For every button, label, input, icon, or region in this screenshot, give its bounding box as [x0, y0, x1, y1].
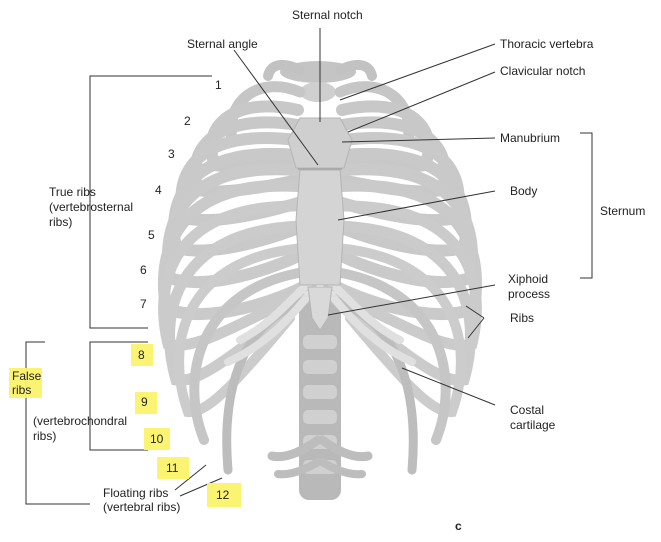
panel-letter: c [455, 519, 462, 533]
manubrium-label: Manubrium [500, 131, 561, 145]
rib-8-highlight [131, 344, 153, 366]
costal-label-line1: Costal [510, 403, 545, 417]
xiphoid-leader [327, 284, 496, 316]
rib-10-highlight [144, 428, 170, 450]
floating-ribs-label-line2: (vertebral ribs) [103, 500, 181, 514]
costal-label-line2: cartilage [510, 418, 556, 432]
rib-number-1: 1 [215, 78, 222, 92]
costal-cartilage-leader [401, 367, 496, 406]
thoracic-vertebra-leader [339, 43, 496, 101]
sternum [287, 117, 353, 331]
ribs [157, 81, 483, 475]
rib-number-5: 5 [148, 228, 155, 242]
clavicular-notch-leader [347, 71, 496, 133]
xiphoid-label-line1: Xiphoid [508, 272, 549, 286]
sternal-angle-label: Sternal angle [187, 37, 258, 51]
clavicular-notch-label: Clavicular notch [500, 64, 586, 78]
rib-number-11: 11 [166, 461, 179, 475]
false-ribs-label-line1: False [12, 369, 42, 383]
floating-ribs-label-line1: Floating ribs [103, 486, 169, 500]
false-ribs-highlight [9, 368, 42, 398]
rib-number-9: 9 [141, 395, 148, 409]
costal-cartilage [224, 276, 416, 366]
rib-number-3: 3 [168, 147, 175, 161]
vertebrochondral-bracket [89, 341, 148, 451]
xiphoid-label-line2: process [508, 287, 551, 301]
vertebrochondral-label-line1: (vertebrochondral [33, 414, 128, 428]
body-leader [337, 190, 496, 221]
ribs-label: Ribs [510, 311, 535, 325]
rib-number-7: 7 [140, 297, 147, 311]
true-ribs-bracket [89, 75, 212, 329]
ribs-leader-2 [467, 317, 485, 339]
thoracic-vertebra-label: Thoracic vertebra [500, 37, 594, 51]
floating-ribs-leader-1 [174, 464, 207, 491]
floating-ribs-leader-2 [179, 477, 223, 497]
rib-number-2: 2 [184, 114, 191, 128]
sternal-notch-label: Sternal notch [292, 8, 363, 22]
ribs-leader-1 [465, 305, 485, 319]
true-ribs-label-line3: ribs) [49, 215, 73, 229]
rib-number-4: 4 [155, 183, 162, 197]
manubrium-leader [341, 137, 496, 143]
leader-lines [25, 28, 593, 505]
vertebrochondral-label-line2: ribs) [33, 429, 57, 443]
sternum-label: Sternum [600, 204, 646, 218]
rib-number-6: 6 [140, 263, 147, 277]
true-ribs-label-line1: True ribs [49, 185, 96, 199]
body-label: Body [510, 184, 538, 198]
sternal-angle-leader [233, 49, 319, 166]
rib-number-10: 10 [150, 432, 164, 446]
true-ribs-label-line2: (vertebrosternal [49, 200, 134, 214]
rib-11-highlight [157, 457, 189, 479]
sternum-bracket [580, 132, 593, 279]
rib-number-12: 12 [216, 488, 230, 502]
false-ribs-label-line2: ribs [12, 383, 32, 397]
rib-number-8: 8 [138, 348, 145, 362]
rib-9-highlight [135, 392, 157, 414]
false-ribs-bracket [25, 341, 90, 505]
rib-12-highlight [207, 483, 241, 507]
